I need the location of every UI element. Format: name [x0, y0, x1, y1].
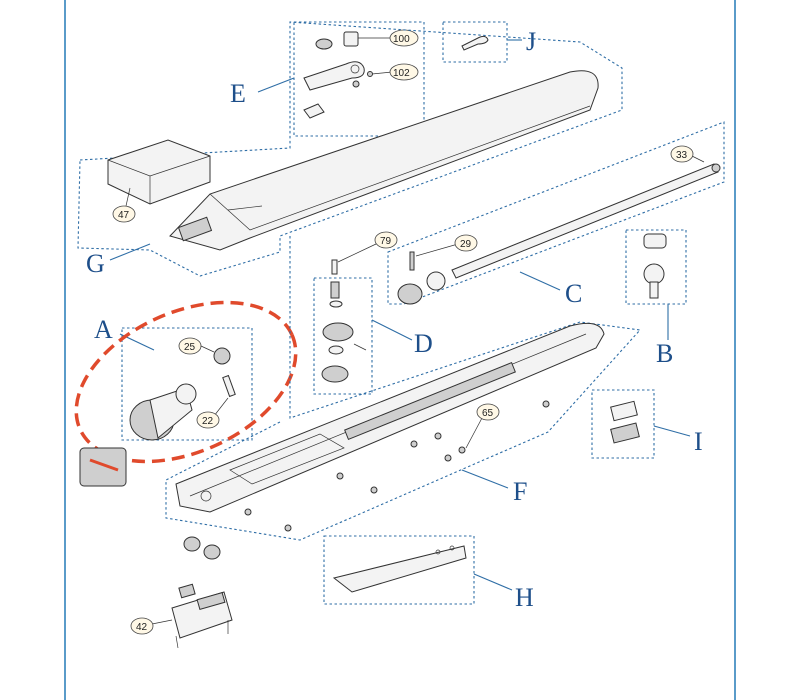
group-g-outline [77, 21, 623, 277]
group-b-outline [625, 229, 687, 305]
pin-icon [409, 251, 415, 271]
part-number-22: 22 [202, 416, 214, 427]
part-number-33: 33 [676, 150, 688, 161]
group-c[interactable]: C 33 29 [387, 121, 725, 308]
loose-parts[interactable]: 42 [130, 536, 233, 649]
group-f-label: F [513, 477, 527, 506]
pad-bottom-icon [610, 422, 640, 444]
group-h[interactable]: H [323, 535, 534, 612]
part-number-102: 102 [393, 68, 410, 79]
part-number-42: 42 [136, 622, 148, 633]
callout-65 [476, 403, 500, 421]
output-gear-icon [321, 365, 349, 383]
callout-79 [374, 231, 398, 249]
part-number-65: 65 [482, 408, 494, 419]
group-f[interactable]: F 65 [165, 236, 642, 541]
callout-22 [196, 411, 220, 429]
page-border [64, 0, 736, 700]
group-b-label: B [656, 339, 673, 368]
lead-screw-icon [451, 163, 719, 279]
group-i-label: I [694, 427, 703, 456]
pinion-icon [213, 347, 231, 365]
group-h-outline [323, 535, 475, 605]
rubber-cap-icon [203, 544, 221, 560]
group-j-outline [442, 21, 508, 63]
callout-102 [389, 63, 419, 81]
part-number-47: 47 [118, 210, 130, 221]
callout-33 [670, 145, 694, 163]
small-bracket-icon [303, 103, 325, 119]
drive-gear-icon [397, 283, 423, 305]
motor-cover-icon [169, 70, 599, 251]
group-h-label: H [515, 583, 534, 612]
cap-part-icon [343, 31, 359, 47]
part-number-25: 25 [184, 342, 196, 353]
spring-pin-icon [331, 259, 338, 275]
group-j-label: J [526, 27, 536, 56]
part-number-79: 79 [380, 236, 392, 247]
callout-42 [130, 617, 154, 635]
group-a[interactable]: A 25 22 [52, 271, 321, 493]
callout-47 [112, 205, 136, 223]
bracket-bolt-icon [643, 263, 665, 285]
group-i[interactable]: I [591, 389, 703, 459]
part-number-100: 100 [393, 34, 410, 45]
red-highlight-ellipse [74, 300, 298, 464]
group-g-label: G [86, 249, 105, 278]
part-number-29: 29 [460, 239, 472, 250]
encoder-block-icon [79, 447, 127, 487]
release-key-icon [461, 35, 489, 51]
group-e-outline [293, 21, 425, 137]
planetary-gear-icon [322, 322, 354, 342]
guide-strip-icon [332, 545, 467, 593]
pad-top-icon [610, 400, 638, 422]
brush-icon [222, 374, 236, 398]
group-d[interactable]: D 79 [313, 231, 433, 395]
sleeve-icon [643, 233, 667, 249]
callout-29 [454, 234, 478, 252]
group-c-outline [387, 121, 725, 305]
group-d-label: D [414, 329, 433, 358]
release-lever-icon [303, 61, 365, 91]
group-f-outline [165, 236, 642, 541]
bearing-icon [426, 271, 446, 291]
group-a-outline [121, 327, 253, 441]
group-j[interactable]: J [442, 21, 536, 63]
group-e-label: E [230, 79, 246, 108]
group-e[interactable]: E 100 102 [230, 21, 425, 137]
group-d-outline [313, 277, 373, 395]
spring-icon [330, 281, 340, 299]
group-c-label: C [565, 279, 582, 308]
group-a-label: A [94, 315, 113, 344]
end-cap-icon [107, 139, 211, 205]
group-b[interactable]: B [625, 229, 687, 368]
rubber-cap-icon [183, 536, 201, 552]
group-i-outline [591, 389, 655, 459]
group-g[interactable]: G 47 [77, 21, 623, 278]
group-e-leader [257, 77, 295, 93]
